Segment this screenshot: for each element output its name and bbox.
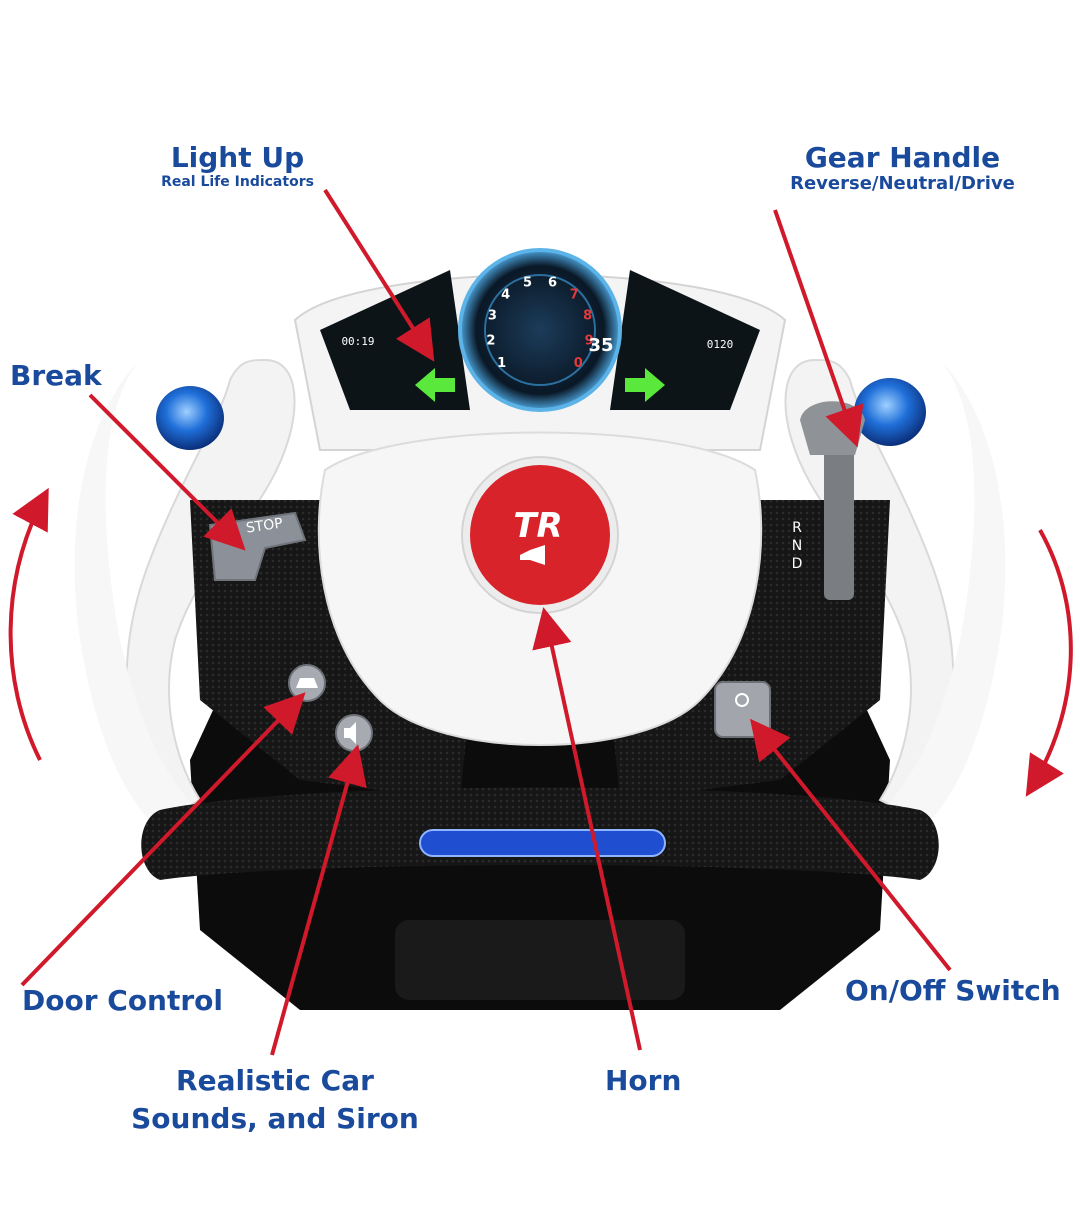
light-up-arrow: [323, 188, 435, 362]
blue-light-bar: [419, 829, 666, 857]
clock-readout: 00:19: [341, 335, 374, 348]
gear-handle-title: Gear Handle: [804, 141, 1001, 174]
horn-label: Horn: [605, 1064, 682, 1097]
on-off-arrow: [750, 718, 952, 972]
sounds-label-line1: Realistic Car: [176, 1064, 374, 1097]
horn-button[interactable]: TR: [461, 456, 619, 614]
sounds-siren-button[interactable]: [335, 714, 373, 752]
gauge-number: 8: [583, 309, 592, 324]
light-up-label: Light Up Real Life Indicators: [155, 141, 320, 191]
horn-arrow: [532, 607, 642, 1051]
gauge-number: 9: [585, 334, 594, 349]
break-label: Break: [10, 359, 102, 392]
gauge-number: 2: [486, 334, 495, 349]
on-off-switch-label: On/Off Switch: [845, 974, 1061, 1007]
on-off-switch[interactable]: [714, 681, 771, 738]
rotation-arrow-right: [1025, 529, 1073, 797]
sounds-label-line2: Sounds, and Siron: [131, 1102, 419, 1136]
gauge-number: 7: [570, 288, 579, 303]
power-icon: [735, 693, 749, 707]
light-up-title: Light Up: [170, 141, 305, 174]
door-control-button[interactable]: [288, 664, 326, 702]
gauge-numbers: 12 345 678 90: [486, 276, 593, 372]
sounds-label: Realistic Car Sounds, and Siron: [130, 1064, 420, 1136]
right-turn-indicator-icon: [625, 368, 665, 402]
small-speed-readout: 0120: [707, 338, 734, 351]
gear-positions: RND: [792, 520, 803, 572]
horn-icon: [520, 545, 545, 565]
right-blue-light: [854, 378, 926, 446]
left-blue-light: [156, 386, 224, 450]
gauge-number: 6: [548, 276, 557, 291]
gauge-number: 4: [501, 288, 510, 303]
gauge-number: 1: [497, 356, 506, 371]
gear-handle-label: Gear Handle Reverse/Neutral/Drive: [770, 141, 1035, 195]
speed-readout: 35: [588, 335, 613, 356]
gear-handle-subtitle: Reverse/Neutral/Drive: [790, 173, 1015, 195]
speaker-icon: [344, 722, 356, 744]
callout-arrows: [20, 188, 952, 1056]
break-arrow: [88, 393, 246, 551]
stop-button-label: STOP: [245, 516, 284, 537]
gear-position-n: N: [792, 538, 802, 554]
gauge-number: 5: [523, 276, 532, 291]
left-turn-indicator-icon: [415, 368, 455, 402]
door-arrow: [20, 692, 306, 987]
gear-position-d: D: [792, 556, 803, 572]
rotation-arrow-left: [8, 487, 49, 761]
light-up-subtitle: Real Life Indicators: [161, 174, 314, 191]
horn-logo: TR: [513, 506, 562, 546]
gauge-number: 0: [574, 356, 583, 371]
gauge-number: 3: [488, 309, 497, 324]
gear-arrow: [773, 209, 864, 448]
gear-position-r: R: [792, 520, 802, 536]
sounds-arrow: [270, 744, 367, 1056]
car-door-icon: [296, 678, 318, 688]
door-control-label: Door Control: [22, 984, 224, 1017]
